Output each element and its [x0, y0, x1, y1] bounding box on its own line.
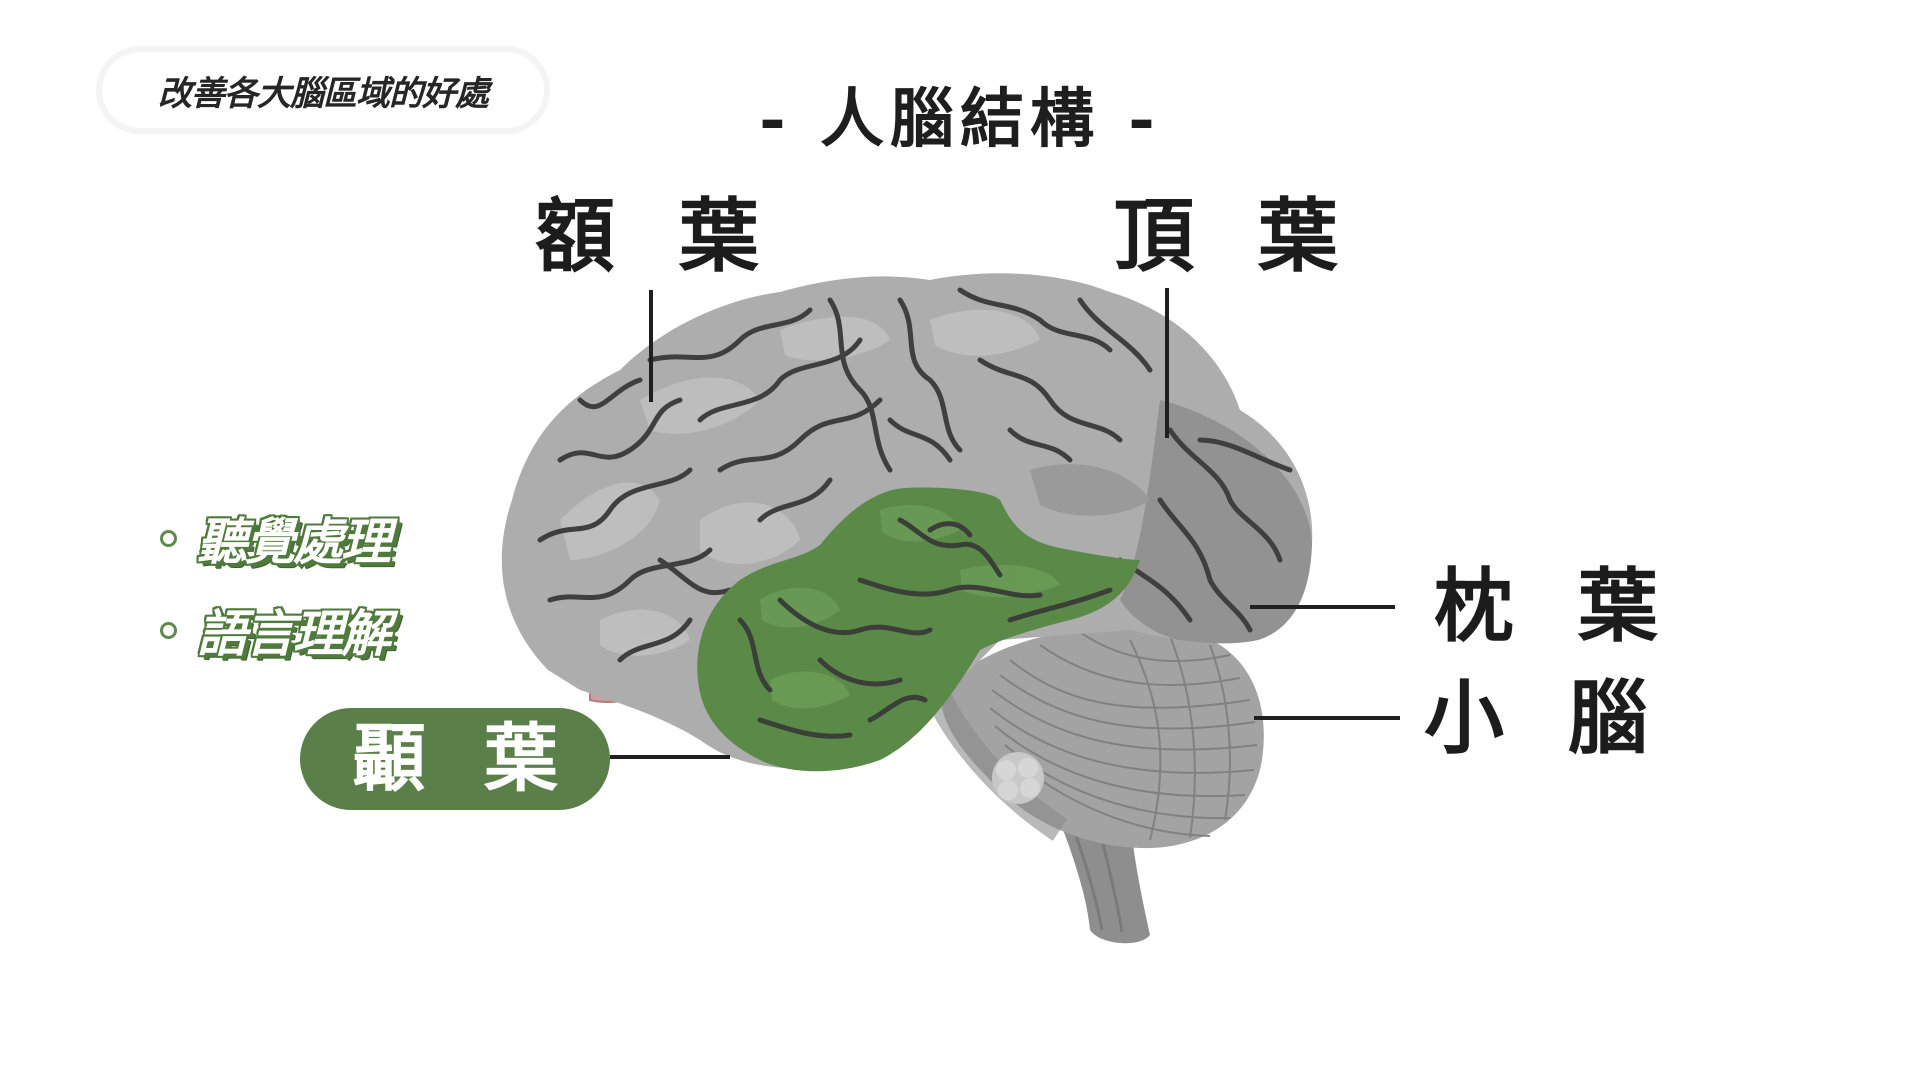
leader-line-occipital	[1250, 605, 1395, 609]
category-card-label: 改善各大腦區域的好處	[158, 73, 489, 114]
cerebellum	[928, 626, 1264, 849]
label-temporal-lobe: 顳 葉	[352, 716, 574, 802]
benefit-item: 聽覺處理	[160, 492, 391, 584]
benefit-label: 語言理解	[197, 605, 391, 663]
bullet-dot-icon	[160, 621, 177, 639]
benefit-item: 語言理解	[160, 584, 391, 676]
leader-line-frontal	[649, 290, 653, 402]
label-occipital-lobe: 枕 葉	[1434, 559, 1676, 653]
category-card: 改善各大腦區域的好處	[102, 52, 544, 128]
bullet-dot-icon	[160, 529, 177, 547]
label-parietal-lobe: 頂 葉	[1114, 189, 1356, 283]
label-temporal-lobe-pill: 顳 葉	[300, 708, 610, 810]
leader-line-cerebellum	[1254, 716, 1400, 720]
page-title: - 人腦結構 -	[759, 82, 1161, 157]
cerebrum	[501, 273, 1313, 772]
benefit-label: 聽覺處理	[197, 513, 391, 571]
leader-line-temporal	[610, 755, 730, 759]
label-cerebellum: 小 腦	[1424, 671, 1666, 765]
label-frontal-lobe: 額 葉	[535, 189, 777, 283]
temporal-lobe	[697, 487, 1140, 772]
leader-line-parietal	[1165, 288, 1169, 438]
benefit-list: 聽覺處理 語言理解	[160, 492, 391, 676]
